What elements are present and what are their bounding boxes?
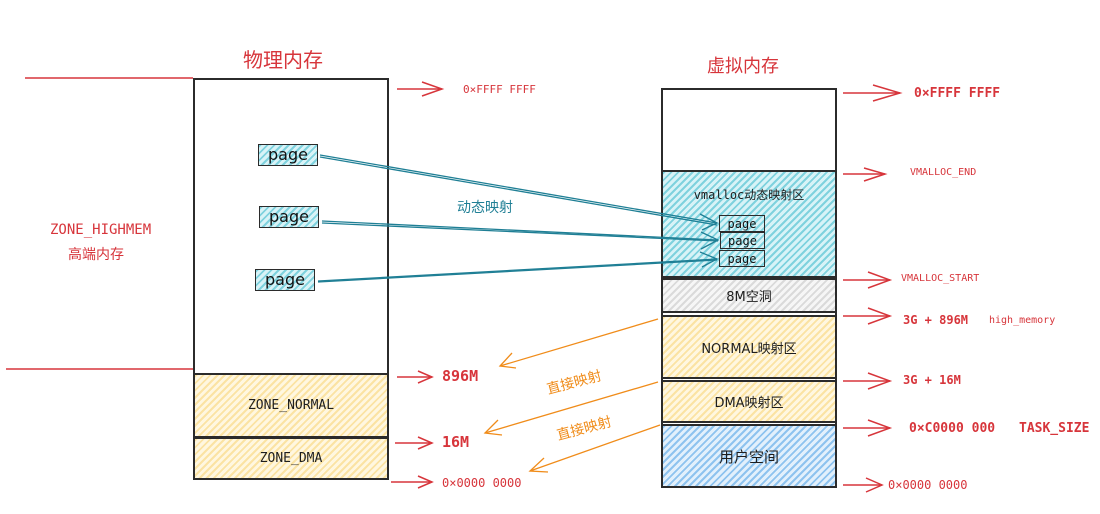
direct-mapping-label-2: 直接映射: [555, 413, 614, 444]
page-label: page: [269, 207, 309, 226]
dma-map-region: DMA映射区: [661, 380, 837, 423]
dma-map-region-label: DMA映射区: [714, 396, 784, 411]
arrow-icon: [395, 436, 434, 450]
virt-addr-vmalloc-start: VMALLOC_START: [901, 273, 980, 284]
normal-map-region: NORMAL映射区: [661, 315, 837, 379]
phys-addr-16m: 16M: [442, 433, 470, 451]
page-label: page: [265, 270, 305, 289]
virt-task-size-tag: TASK_SIZE: [1019, 421, 1090, 436]
arrow-icon: [843, 372, 893, 390]
virt-addr-top: 0×FFFF FFFF: [914, 86, 1001, 101]
zone-normal: ZONE_NORMAL: [193, 373, 389, 438]
arrow-icon: [391, 475, 434, 489]
arrow-icon: [397, 81, 445, 97]
page-label: page: [728, 233, 757, 248]
user-space-region: 用户空间: [661, 424, 837, 488]
virt-addr-high-memory: 3G + 896M: [903, 313, 969, 327]
arrow-icon: [843, 307, 893, 325]
user-space-region-label: 用户空间: [718, 447, 779, 466]
dynamic-mapping-label: 动态映射: [457, 200, 513, 216]
zone-highmem-label: ZONE_HIGHMEM: [50, 222, 152, 238]
page-label: page: [268, 145, 308, 164]
direct-mapping-arrow-normal: [498, 318, 659, 369]
zone-highmem-sublabel: 高端内存: [68, 247, 124, 263]
physical-page-3: page: [255, 269, 315, 291]
virt-addr-bottom: 0×0000 0000: [888, 478, 968, 492]
phys-addr-bottom: 0×0000 0000: [442, 476, 522, 490]
virt-addr-vmalloc-end: VMALLOC_END: [910, 167, 977, 178]
physical-page-1: page: [258, 144, 318, 166]
phys-addr-top: 0×FFFF FFFF: [463, 83, 536, 96]
zone-dma-label: ZONE_DMA: [259, 451, 323, 466]
arrow-icon: [843, 419, 893, 437]
hole-region: 8M空洞: [661, 278, 837, 313]
virt-addr-task-size: 0×C0000 000: [909, 421, 996, 436]
page-label: page: [727, 216, 757, 231]
phys-addr-896m: 896M: [442, 367, 479, 385]
vmalloc-page-3: page: [719, 250, 765, 267]
arrow-icon: [843, 84, 903, 102]
vmalloc-region-label: vmalloc动态映射区: [693, 188, 805, 202]
page-label: page: [727, 251, 757, 266]
zone-normal-label: ZONE_NORMAL: [247, 398, 335, 413]
vmalloc-page-2: page: [720, 232, 765, 249]
virt-high-memory-tag: high_memory: [989, 315, 1056, 326]
zone-dma: ZONE_DMA: [193, 437, 389, 480]
arrow-icon: [843, 271, 893, 289]
arrow-icon: [843, 167, 888, 182]
direct-mapping-label-1: 直接映射: [545, 367, 604, 398]
hole-region-label: 8M空洞: [726, 290, 772, 305]
virtual-memory-title: 虚拟内存: [707, 56, 779, 77]
arrow-icon: [397, 370, 434, 384]
arrow-icon: [843, 477, 884, 493]
physical-page-2: page: [259, 206, 319, 228]
normal-map-region-label: NORMAL映射区: [701, 341, 797, 357]
physical-memory-title: 物理内存: [243, 48, 323, 72]
vmalloc-page-1: page: [719, 215, 765, 232]
virt-addr-dma-top: 3G + 16M: [903, 373, 961, 387]
